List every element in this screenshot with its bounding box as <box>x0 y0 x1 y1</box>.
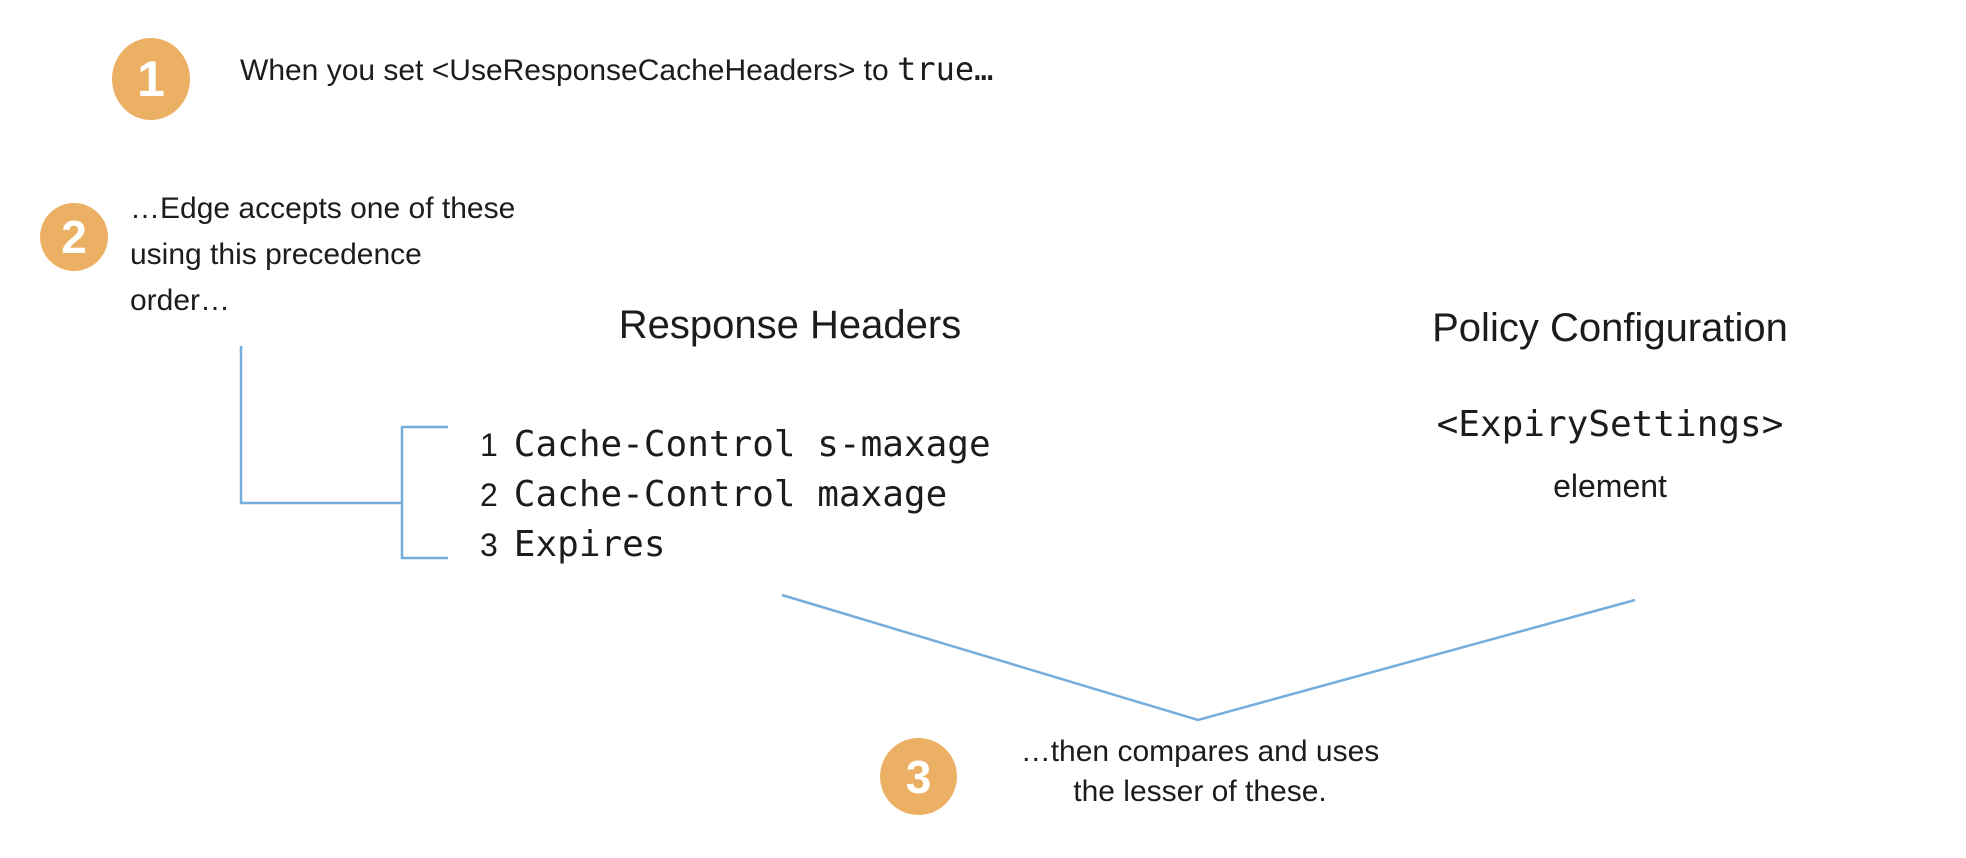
expiry-settings-element-label: element <box>1553 468 1667 504</box>
list-item-header-name: Cache-Control s-maxage <box>513 424 991 465</box>
step-2-number: 2 <box>61 211 87 263</box>
step-3-number: 3 <box>905 750 932 803</box>
list-item-rank: 3 <box>480 527 498 563</box>
list-item-rank: 1 <box>480 427 498 463</box>
step-3-line-1: …then compares and uses <box>1020 735 1380 768</box>
step-1-number: 1 <box>137 51 165 107</box>
list-item-header-name: Cache-Control maxage <box>513 474 948 515</box>
precedence-bracket <box>400 425 448 560</box>
step-1-badge: 1 <box>112 38 190 120</box>
step-3-text: …then compares and uses the lesser of th… <box>950 732 1450 812</box>
step-1-text: When you set <UseResponseCacheHeaders> t… <box>240 50 993 88</box>
expiry-settings-code: <ExpirySettings> <box>1436 404 1784 445</box>
step-2-text: …Edge accepts one of these using this pr… <box>130 186 515 324</box>
step-3-badge: 3 <box>880 738 957 815</box>
policy-configuration-title: Policy Configuration <box>1432 306 1788 350</box>
list-item: 1 Cache-Control s-maxage <box>480 424 991 465</box>
list-item: 2 Cache-Control maxage <box>480 474 947 515</box>
compare-v-line <box>781 593 1636 722</box>
step-1-code-true: true… <box>897 50 994 88</box>
step-2-badge: 2 <box>40 203 108 271</box>
response-headers-title: Response Headers <box>618 303 962 347</box>
list-item-header-name: Expires <box>513 524 666 565</box>
step-2-line-3: order… <box>130 284 231 317</box>
step2-to-bracket-line <box>239 346 402 505</box>
step-3-line-2: the lesser of these. <box>1073 775 1327 808</box>
step-1-text-prefix: When you set <UseResponseCacheHeaders> t… <box>240 54 898 87</box>
step-2-line-1: …Edge accepts one of these <box>130 192 516 225</box>
step-2-line-2: using this precedence <box>130 238 422 271</box>
list-item: 3 Expires <box>480 524 666 565</box>
list-item-rank: 2 <box>480 477 498 513</box>
